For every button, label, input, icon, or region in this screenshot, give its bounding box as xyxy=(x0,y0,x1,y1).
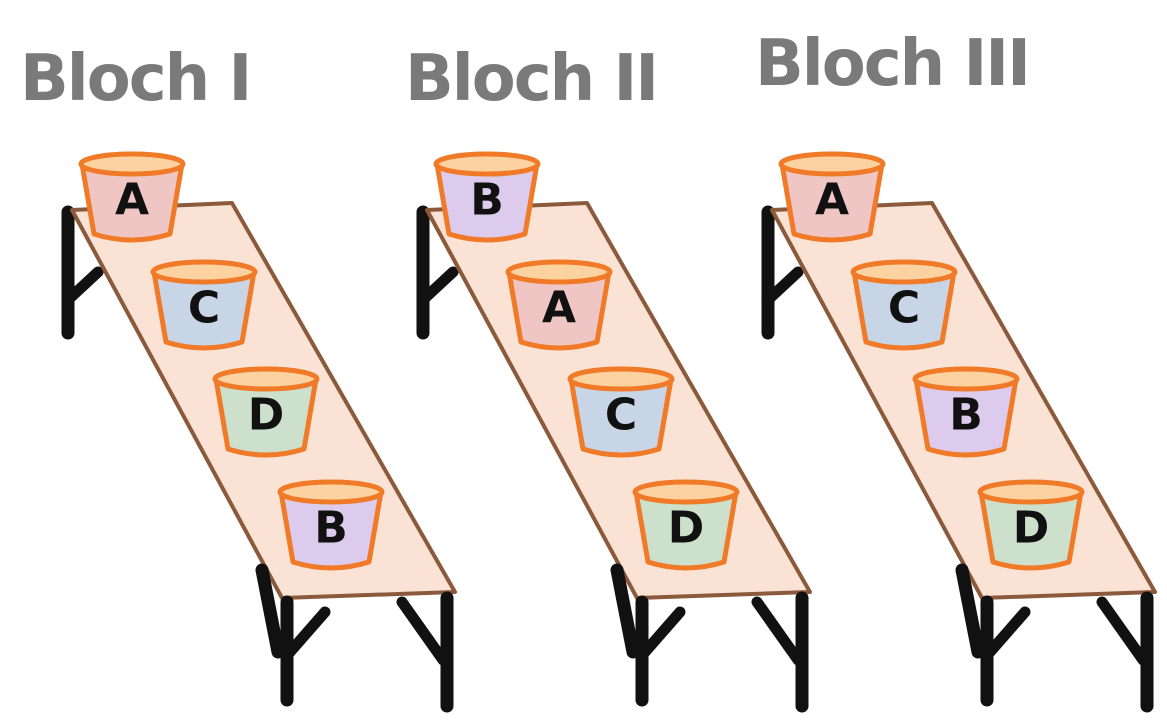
bench-leg-brace xyxy=(396,596,449,666)
pot-body xyxy=(213,376,319,458)
pot-body xyxy=(151,269,257,351)
pot-b: B xyxy=(912,366,1020,458)
pot-rim xyxy=(277,479,385,505)
pot-b: B xyxy=(277,479,385,571)
pot-label: D xyxy=(668,503,705,554)
pot-label: C xyxy=(605,390,637,441)
pot-label: C xyxy=(188,283,220,334)
pot-rim xyxy=(567,366,675,392)
pot-label: A xyxy=(815,175,849,226)
bench-leg-brace xyxy=(1096,596,1149,666)
block-3: Bloch III A C B D xyxy=(755,27,1157,713)
pot-label: B xyxy=(314,503,348,554)
block-title: Bloch II xyxy=(405,42,657,116)
pot-body xyxy=(913,376,1019,458)
pot-label: B xyxy=(949,390,983,441)
block-1: Bloch I A C D B xyxy=(20,42,457,713)
pot-row: A C D B xyxy=(78,151,385,571)
pot-label: D xyxy=(248,390,285,441)
pot-label: C xyxy=(888,283,920,334)
pot-label: B xyxy=(470,175,504,226)
pot-body xyxy=(434,161,540,243)
pot-rim xyxy=(433,151,541,177)
pot-row: A C B D xyxy=(778,151,1085,571)
pot-body xyxy=(779,161,885,243)
pot-rim xyxy=(78,151,186,177)
pot-body xyxy=(568,376,674,458)
bench-leg-brace xyxy=(984,606,1031,658)
bench-leg-brace xyxy=(639,606,686,658)
pot-body xyxy=(79,161,185,243)
pot-b: B xyxy=(433,151,541,243)
pot-rim xyxy=(850,259,958,285)
pot-rim xyxy=(150,259,258,285)
pot-body xyxy=(978,489,1084,571)
pot-c: C xyxy=(850,259,958,351)
bench-leg xyxy=(255,563,285,659)
pot-c: C xyxy=(567,366,675,458)
pot-rim xyxy=(212,366,320,392)
bench-leg-brace xyxy=(764,266,804,304)
pot-body xyxy=(633,489,739,571)
pot-a: A xyxy=(778,151,886,243)
block-2: Bloch II B A C D xyxy=(405,42,812,713)
pot-label: D xyxy=(1013,503,1050,554)
pot-d: D xyxy=(632,479,740,571)
pot-d: D xyxy=(977,479,1085,571)
pot-c: C xyxy=(150,259,258,351)
pot-label: A xyxy=(542,283,576,334)
block-title: Bloch I xyxy=(20,42,250,116)
bench-leg-brace xyxy=(64,266,104,304)
block-title: Bloch III xyxy=(755,27,1029,101)
pot-rim xyxy=(505,259,613,285)
pot-row: B A C D xyxy=(433,151,740,571)
pot-label: A xyxy=(115,175,149,226)
pot-rim xyxy=(977,479,1085,505)
bench-leg xyxy=(610,563,640,659)
pot-body xyxy=(278,489,384,571)
pot-rim xyxy=(778,151,886,177)
pot-rim xyxy=(632,479,740,505)
pot-a: A xyxy=(505,259,613,351)
pot-d: D xyxy=(212,366,320,458)
bench-leg-brace xyxy=(419,266,459,304)
bench-leg-brace xyxy=(284,606,331,658)
pot-a: A xyxy=(78,151,186,243)
pot-body xyxy=(506,269,612,351)
pot-body xyxy=(851,269,957,351)
bench-leg-brace xyxy=(751,596,804,666)
pot-rim xyxy=(912,366,1020,392)
bench-leg xyxy=(955,563,985,659)
